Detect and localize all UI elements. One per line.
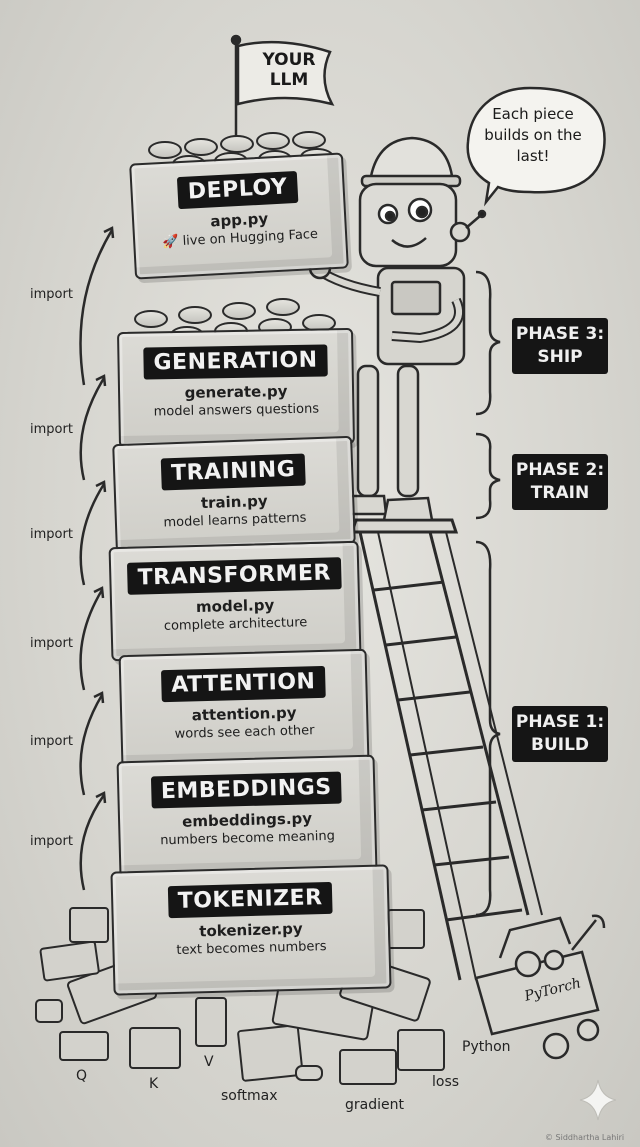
brick-embeddings: EMBEDDINGS embeddings.py numbers become …	[116, 754, 378, 878]
brace-icon	[475, 432, 501, 520]
ground-label-python: Python	[462, 1039, 511, 1055]
brick-desc: model answers questions	[153, 401, 320, 420]
brick-stud	[134, 310, 168, 328]
phase-2-badge: PHASE 2: TRAIN	[512, 454, 608, 510]
brace-icon	[475, 270, 501, 416]
toolbox-icon	[474, 914, 606, 1060]
wrench-icon	[571, 914, 606, 951]
flag-label: YOUR LLM	[262, 50, 316, 90]
brick-attention: ATTENTION attention.py words see each ot…	[118, 648, 370, 768]
brick-name: GENERATION	[143, 344, 328, 380]
gear-icon	[576, 1018, 600, 1042]
arrow-icon	[79, 483, 106, 586]
import-label: import	[30, 636, 73, 651]
brick-stud	[220, 135, 254, 153]
ground-label-v: V	[204, 1054, 214, 1070]
brick-name: EMBEDDINGS	[150, 771, 343, 809]
brick-generation: GENERATION generate.py model answers que…	[117, 327, 355, 449]
brick-name: ATTENTION	[160, 665, 326, 703]
brick-stud	[256, 132, 290, 150]
import-label: import	[30, 527, 73, 542]
import-label: import	[30, 422, 73, 437]
gear-icon	[542, 1032, 570, 1060]
brick-transformer: TRANSFORMER model.py complete architectu…	[108, 540, 362, 662]
gear-icon	[514, 950, 542, 978]
brick-stud	[222, 302, 256, 320]
ground-label-gradient: gradient	[345, 1097, 404, 1113]
ground-label-loss: loss	[432, 1074, 460, 1090]
import-label: import	[30, 287, 73, 302]
rocket-icon: 🚀	[161, 233, 184, 251]
speech-bubble-shape	[466, 86, 606, 207]
phase-3-badge: PHASE 3: SHIP	[512, 318, 608, 374]
brick-name: TRAINING	[160, 453, 306, 491]
brick-stud	[292, 131, 326, 149]
arrow-icon	[79, 694, 104, 796]
brace-icon	[475, 540, 501, 917]
brick-name: TOKENIZER	[167, 881, 334, 919]
robot-icon	[308, 136, 487, 522]
brick-stud	[266, 298, 300, 316]
arrow-icon	[79, 794, 106, 891]
arrow-icon	[79, 229, 114, 386]
import-label: import	[30, 734, 73, 749]
brick-training: TRAINING train.py model learns patterns	[112, 435, 356, 553]
ground-label-softmax: softmax	[221, 1088, 278, 1104]
speech-bubble-text: Each piece builds on the last!	[484, 105, 582, 165]
brick-name: TRANSFORMER	[127, 557, 342, 595]
phase-braces	[475, 270, 501, 917]
phase-1-badge: PHASE 1: BUILD	[512, 706, 608, 762]
brick-deploy: DEPLOY app.py 🚀 live on Hugging Face	[129, 152, 349, 280]
ground-label-q: Q	[76, 1068, 88, 1084]
brick-stud	[148, 141, 182, 159]
brick-tokenizer: TOKENIZER tokenizer.py text becomes numb…	[110, 864, 392, 996]
ground-label-k: K	[149, 1076, 159, 1092]
brick-stud	[178, 306, 212, 324]
arrow-icon	[79, 589, 104, 691]
import-arrows	[79, 226, 115, 891]
brick-stud	[184, 138, 218, 156]
sparkle-icon	[579, 1079, 617, 1121]
brick-file: generate.py	[184, 382, 288, 402]
import-label: import	[30, 834, 73, 849]
arrow-icon	[79, 377, 106, 481]
brick-name: DEPLOY	[177, 170, 299, 210]
watermark: © Siddhartha Lahiri	[545, 1133, 625, 1142]
